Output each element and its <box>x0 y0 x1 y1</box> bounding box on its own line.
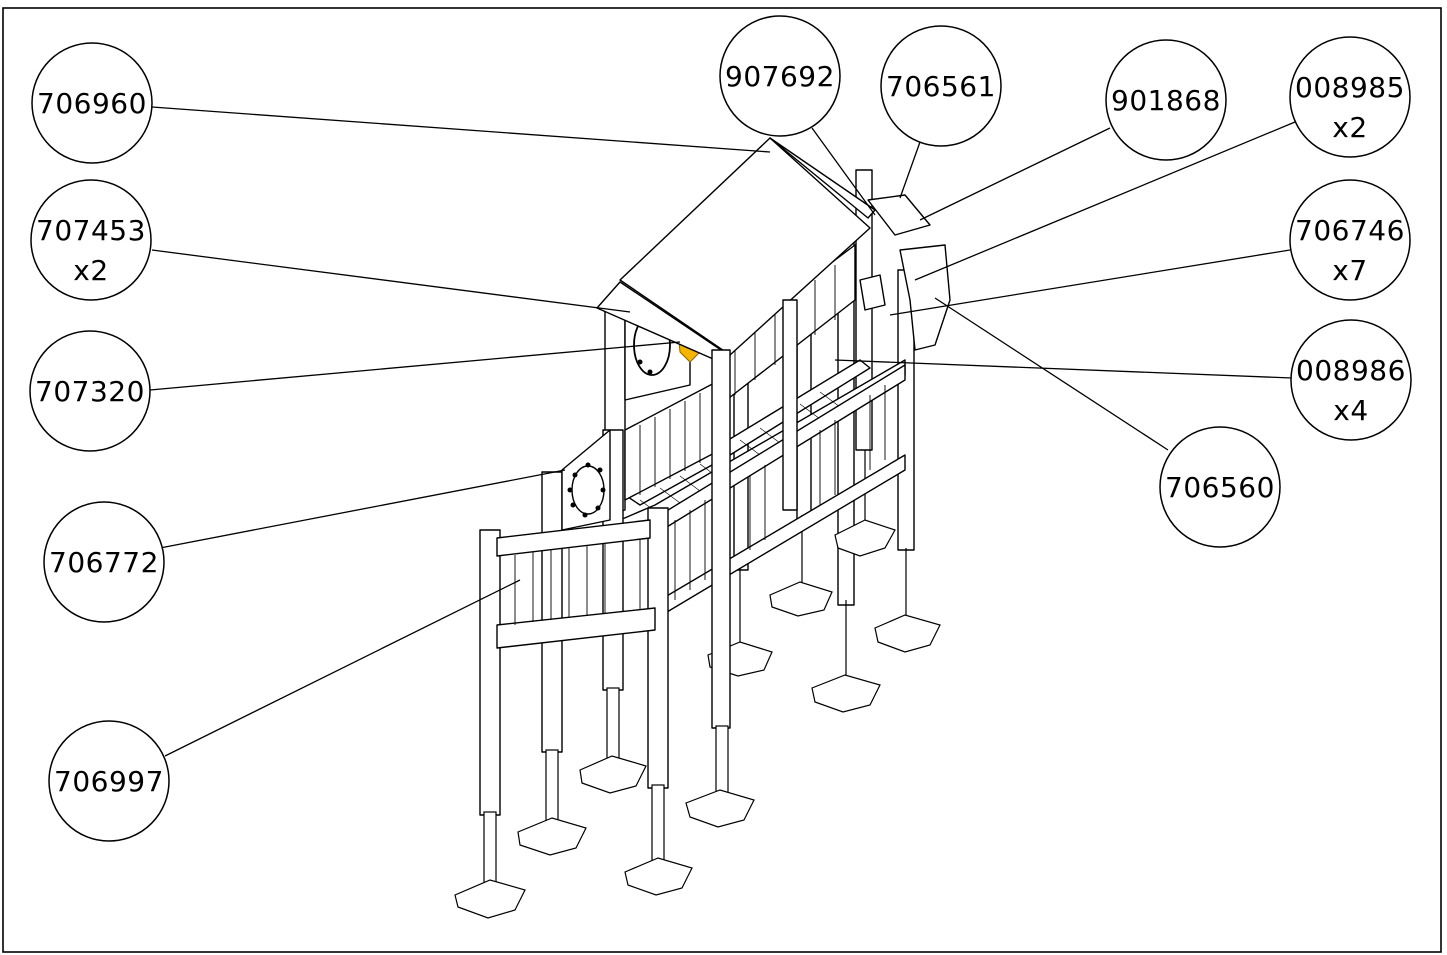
callout-901868: 901868 <box>1105 39 1227 161</box>
roof <box>596 137 876 363</box>
svg-text:706746: 706746 <box>1295 214 1405 247</box>
callout-907692: 907692 <box>719 15 841 137</box>
svg-text:008986: 008986 <box>1296 354 1406 387</box>
ground-feet-front <box>454 755 755 919</box>
callout-706561: 706561 <box>880 25 1002 147</box>
leader-lines <box>149 106 1296 757</box>
svg-text:707453: 707453 <box>36 214 146 247</box>
callouts: 706960 907692 706561 901868 008985 x2 70… <box>29 15 1412 842</box>
svg-text:707320: 707320 <box>35 375 145 408</box>
svg-text:706772: 706772 <box>49 546 159 579</box>
svg-text:907692: 907692 <box>725 60 835 93</box>
front-left-railing <box>496 519 656 649</box>
callout-706997: 706997 <box>48 720 170 842</box>
svg-text:706997: 706997 <box>54 765 164 798</box>
callout-707453: 707453 x2 <box>30 179 152 301</box>
svg-text:x2: x2 <box>1332 111 1367 144</box>
callout-706746: 706746 x7 <box>1289 179 1411 301</box>
callout-707320: 707320 <box>29 330 151 452</box>
callout-706560: 706560 <box>1159 426 1281 548</box>
svg-text:901868: 901868 <box>1111 84 1221 117</box>
ground-feet-back <box>707 519 941 713</box>
svg-text:008985: 008985 <box>1295 71 1405 104</box>
playground-structure <box>454 137 951 919</box>
svg-text:706561: 706561 <box>886 70 996 103</box>
callout-008985: 008985 x2 <box>1289 36 1411 158</box>
svg-text:x4: x4 <box>1333 394 1368 427</box>
callout-008986: 008986 x4 <box>1290 319 1412 441</box>
callout-706772: 706772 <box>43 501 165 623</box>
svg-text:x2: x2 <box>73 254 108 287</box>
svg-text:706960: 706960 <box>37 87 147 120</box>
svg-text:x7: x7 <box>1332 254 1367 287</box>
climbing-panel <box>561 429 611 531</box>
svg-text:706560: 706560 <box>1165 471 1275 504</box>
drawing-border <box>2 7 1442 953</box>
callout-706960: 706960 <box>31 42 153 164</box>
